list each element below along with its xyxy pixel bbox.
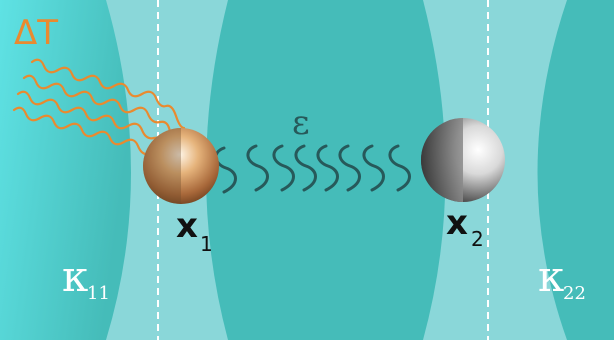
- mass-1-label: x: [176, 206, 198, 246]
- mass-1-sphere: [143, 128, 219, 204]
- coupling-label: ε: [292, 103, 310, 143]
- heat-bath-label: ΔT: [14, 13, 59, 53]
- damping-2-subscript: 22: [563, 283, 586, 304]
- coupling-spring: [214, 144, 411, 194]
- damping-1-subscript: 11: [87, 283, 110, 304]
- damping-1-label: κ: [62, 252, 89, 301]
- left-cavity: [0, 0, 131, 340]
- mass-2-label: x: [446, 203, 468, 243]
- mass-1-subscript: 1: [200, 232, 213, 256]
- damping-2-label: κ: [538, 252, 565, 301]
- right-cavity: [537, 0, 614, 340]
- bottom-border: [0, 340, 614, 350]
- mass-2-sphere: [421, 118, 505, 202]
- mass-2-subscript: 2: [471, 227, 484, 251]
- middle-cavity: [206, 0, 446, 340]
